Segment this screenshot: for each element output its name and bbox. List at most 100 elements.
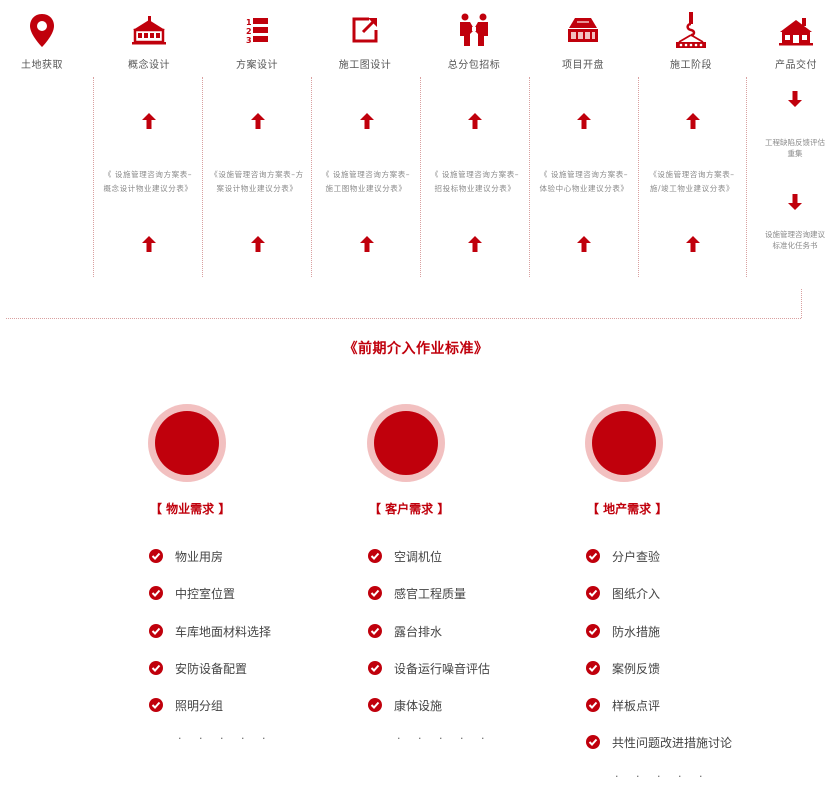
stage-project-opening: 项目开盘 [543,10,623,71]
arrow-up-icon [686,113,700,129]
category-title: 【 客户需求 】 [369,502,450,516]
check-icon [586,549,600,563]
check-icon [368,586,382,600]
stage-concept-design: 概念设计 [109,10,189,71]
divider [638,77,639,277]
house-icon [779,18,813,46]
check-icon [586,698,600,712]
divider [93,77,94,277]
stage-label: 概念设计 [128,60,170,71]
category-circle [148,404,226,482]
delivery-note: 工程缺陷反馈评估重集 [765,138,825,158]
category-title: 【 地产需求 】 [587,502,668,516]
check-icon [586,661,600,675]
arrow-up-icon [251,113,265,129]
map-pin-icon [30,14,54,47]
divider [202,77,203,277]
stage-label: 施工图设计 [338,60,392,71]
more-ellipsis: · · · · · [615,770,710,783]
category-circle [367,404,445,482]
item-label: 车库地面材料选择 [175,625,272,639]
item-label: 中控室位置 [175,587,236,601]
svg-text:3: 3 [246,36,252,45]
connector-line [6,318,801,319]
handshake-icon [460,13,488,46]
item-label: 空调机位 [394,550,443,564]
item-label: 设备运行噪音评估 [394,662,491,676]
check-icon [149,661,163,675]
check-icon [586,586,600,600]
arrow-up-icon [468,236,482,252]
crane-hook-icon [676,12,706,48]
stage-note: 《设施管理咨询方案表–施/竣工物业建议分表》 [649,170,735,193]
item-label: 防水措施 [612,625,661,639]
item-label: 露台排水 [394,625,443,639]
item-label: 安防设备配置 [175,662,248,676]
item-label: 感官工程质量 [394,587,467,601]
stage-label: 施工阶段 [670,60,712,71]
divider [746,77,747,277]
check-icon [368,698,382,712]
numbered-list-icon: 1 2 3 [246,18,268,45]
item-label: 案例反馈 [612,662,661,676]
stage-note: 《 设施管理咨询方案表–体验中心物业建议分表》 [539,170,629,193]
arrow-down-icon [788,194,802,210]
stage-label: 方案设计 [236,60,278,71]
item-label: 照明分组 [175,699,224,713]
stage-label: 土地获取 [21,60,63,71]
svg-text:2: 2 [246,27,252,36]
arrow-up-icon [251,236,265,252]
check-icon [149,549,163,563]
stage-label: 项目开盘 [562,60,604,71]
item-label: 图纸介入 [612,587,661,601]
stage-land-acquisition: 土地获取 [2,10,82,71]
stage-construction: 施工阶段 [651,10,731,71]
export-icon [352,17,378,43]
stage-note: 《设施管理咨询方案表–方案设计物业建议分表》 [210,170,304,193]
category-circle [585,404,663,482]
main-title: 《前期介入作业标准》 [343,341,489,357]
pavilion-icon [568,18,598,42]
stage-note: 《 设施管理咨询方案表–概念设计物业建议分表》 [103,170,193,193]
stage-delivery: 产品交付 [756,10,832,71]
arrow-up-icon [577,113,591,129]
arrow-up-icon [360,113,374,129]
arrow-up-icon [142,113,156,129]
item-label: 分户查验 [612,550,661,564]
arrow-up-icon [360,236,374,252]
svg-text:1: 1 [246,18,252,27]
check-icon [368,624,382,638]
more-ellipsis: · · · · · [397,732,492,745]
item-label: 共性问题改进措施讨论 [612,736,733,750]
divider [420,77,421,277]
building-icon [132,16,166,45]
check-icon [586,624,600,638]
stage-scheme-design: 1 2 3 方案设计 [217,10,297,71]
stage-note: 《 设施管理咨询方案表–招投标物业建议分表》 [430,170,520,193]
more-ellipsis: · · · · · [178,732,273,745]
check-icon [368,549,382,563]
connector-line [801,289,802,318]
check-icon [149,698,163,712]
delivery-note: 设施管理咨询建议标准化任务书 [765,230,825,250]
arrow-down-icon [788,91,802,107]
stage-construction-drawing: 施工图设计 [325,10,405,71]
check-icon [149,624,163,638]
stage-label: 产品交付 [775,60,817,71]
divider [311,77,312,277]
stage-label: 总分包招标 [447,60,501,71]
item-label: 样板点评 [612,699,661,713]
check-icon [368,661,382,675]
arrow-up-icon [468,113,482,129]
arrow-up-icon [142,236,156,252]
item-label: 康体设施 [394,699,443,713]
item-label: 物业用房 [175,550,224,564]
check-icon [586,735,600,749]
check-icon [149,586,163,600]
category-title: 【 物业需求 】 [150,502,231,516]
divider [529,77,530,277]
stage-tendering: 总分包招标 [434,10,514,71]
arrow-up-icon [577,236,591,252]
arrow-up-icon [686,236,700,252]
